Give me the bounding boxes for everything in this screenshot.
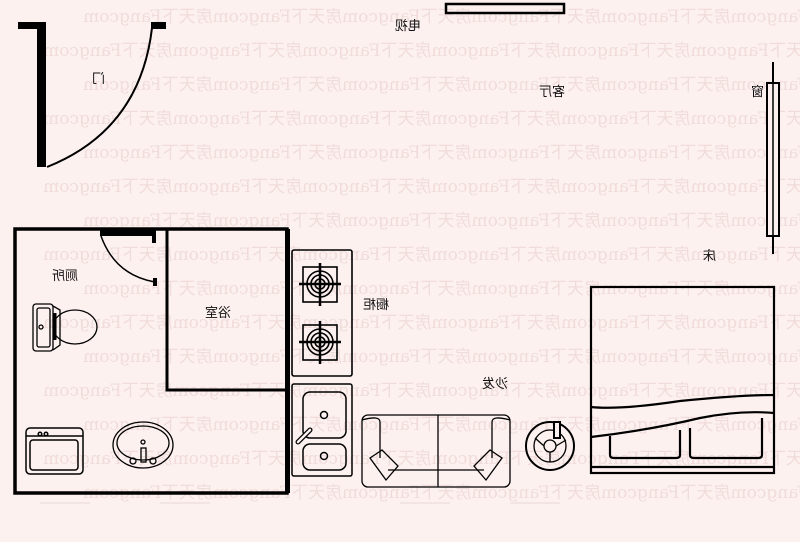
label-cabinet: 橱柜	[363, 298, 390, 313]
label-sofa: 沙发	[482, 377, 509, 392]
gas-stove	[291, 249, 353, 377]
toilet	[32, 303, 98, 352]
entrance-door	[18, 22, 166, 168]
label-window: 窗	[751, 85, 765, 100]
round-chair	[525, 421, 575, 471]
two-seat-sofa	[361, 414, 511, 488]
bathtub	[25, 427, 84, 475]
kitchen-sink	[291, 383, 353, 477]
tv-stand	[444, 2, 566, 15]
washbasin	[112, 421, 174, 469]
window	[766, 62, 780, 254]
label-toilet-room: 厕所	[52, 269, 79, 284]
label-door: 门	[92, 72, 106, 87]
label-tv: 电视	[395, 19, 422, 34]
label-bed: 床	[703, 249, 717, 264]
label-bathroom: 浴室	[205, 306, 232, 321]
bed	[589, 285, 776, 475]
label-living-room: 客厅	[539, 85, 566, 100]
